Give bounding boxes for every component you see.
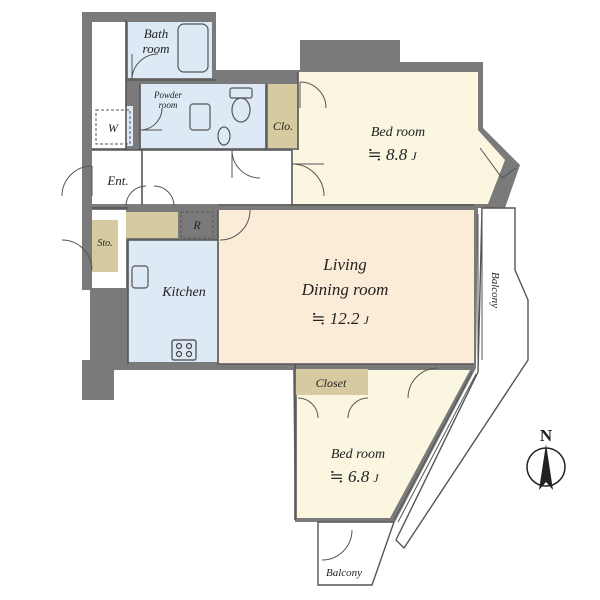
bedroom1-label: Bed room <box>371 125 425 140</box>
bedroom1-area: ≒ 8.8 J <box>367 145 417 164</box>
stove <box>171 339 197 361</box>
bedroom1-area-unit: J <box>411 149 417 163</box>
bedroom2-area-unit: J <box>373 471 379 485</box>
powder-room-label-line2: room <box>159 100 178 110</box>
entrance-label: Ent. <box>106 173 128 188</box>
doors <box>61 53 517 561</box>
corridor-floor <box>92 22 126 148</box>
living-label-line2: Dining room <box>301 280 389 299</box>
bedroom2-area: ≒ 6.8 J <box>329 467 379 486</box>
storage-label: Sto. <box>97 238 112 249</box>
compass-arrow-icon <box>539 444 553 490</box>
bath-room-label-line1: Bath <box>144 26 169 41</box>
washer-box <box>95 109 131 145</box>
living-label-line1: Living <box>322 255 366 274</box>
bedroom2-area-value: ≒ 6.8 <box>329 467 369 486</box>
living-area-value: ≒ 12.2 <box>311 309 360 328</box>
compass-north-label: N <box>540 426 553 445</box>
washer-label: W <box>108 121 119 135</box>
balcony-bottom-label: Balcony <box>326 567 362 579</box>
bathroom-floor <box>128 22 212 78</box>
refrigerator-label: R <box>192 218 201 232</box>
kitchen-label: Kitchen <box>161 285 206 300</box>
closet-small-label: Clo. <box>273 119 293 133</box>
interior-walls <box>92 20 474 520</box>
windows <box>393 214 483 523</box>
living-area-unit: J <box>363 313 369 327</box>
toilet <box>229 87 253 123</box>
bedroom1-area-value: ≒ 8.8 <box>367 145 407 164</box>
bedroom2-floor <box>297 370 470 518</box>
closet-label: Closet <box>316 376 347 390</box>
powder-room-label-line1: Powder <box>153 90 182 100</box>
sink <box>189 103 231 146</box>
balcony-right <box>395 207 529 550</box>
closet-fill <box>295 369 368 395</box>
entrance-floor <box>92 150 142 200</box>
compass: N <box>526 426 566 490</box>
balcony-bottom <box>317 521 395 586</box>
bedroom1-floor <box>292 72 505 204</box>
bedroom2-label: Bed room <box>331 447 385 462</box>
refrigerator-box <box>180 211 214 239</box>
storage-fill <box>92 220 118 272</box>
closet-small-fill <box>268 84 298 148</box>
entrance-shelf-fill <box>126 212 178 238</box>
bathtub <box>177 23 209 73</box>
kitchen-sink <box>131 265 149 289</box>
bath-room-label-line2: room <box>143 41 170 56</box>
living-floor <box>218 210 474 364</box>
balcony-right-label: Balcony <box>489 272 501 308</box>
kitchen-floor <box>128 240 218 362</box>
